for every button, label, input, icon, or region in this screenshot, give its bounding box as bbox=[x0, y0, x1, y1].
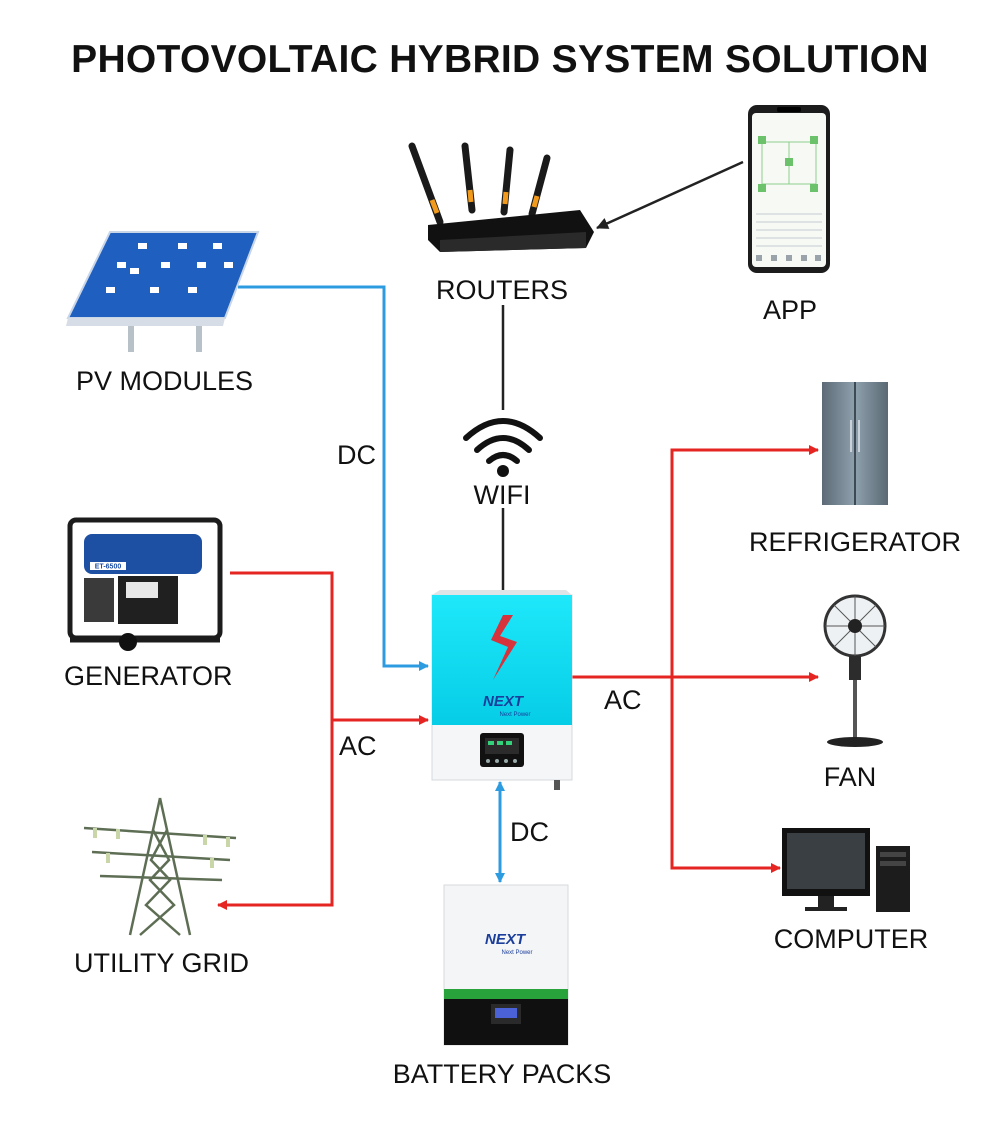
fan-icon bbox=[823, 594, 887, 747]
fan-label: FAN bbox=[823, 762, 877, 792]
generator-ac-line bbox=[230, 571, 429, 725]
router-icon bbox=[408, 142, 594, 252]
computer-icon bbox=[782, 828, 910, 912]
inverter-logo-text: NEXT bbox=[483, 693, 525, 710]
refrigerator-label: REFRIGERATOR bbox=[748, 527, 962, 557]
pv-dc-label: DC bbox=[337, 440, 376, 470]
pv-modules-label: PV MODULES bbox=[76, 366, 254, 396]
transmission-tower-icon bbox=[83, 797, 237, 936]
load-ac-label: AC bbox=[604, 685, 642, 715]
smartphone-app-icon bbox=[748, 105, 830, 273]
generator-icon: ET-6500 bbox=[67, 517, 223, 651]
grid-ac-line bbox=[217, 720, 334, 910]
refrigerator-ac-line bbox=[670, 445, 819, 677]
generator-label: GENERATOR bbox=[64, 661, 233, 691]
hybrid-inverter-icon: NEXT Next Power bbox=[431, 590, 573, 790]
generator-model-text: ET-6500 bbox=[95, 564, 122, 571]
computer-ac-line bbox=[670, 677, 781, 873]
battery-tagline-text: Next Power bbox=[501, 950, 532, 956]
wifi-label: WIFI bbox=[473, 480, 531, 510]
solar-panel-icon bbox=[66, 231, 260, 352]
utility-grid-label: UTILITY GRID bbox=[74, 948, 250, 978]
app-label: APP bbox=[762, 295, 818, 325]
routers-label: ROUTERS bbox=[435, 275, 569, 305]
battery-logo-text: NEXT bbox=[485, 931, 527, 948]
page-title: PHOTOVOLTAIC HYBRID SYSTEM SOLUTION bbox=[71, 38, 929, 81]
battery-packs-label: BATTERY PACKS bbox=[392, 1059, 612, 1089]
pv-dc-line bbox=[238, 285, 429, 671]
inverter-tagline-text: Next Power bbox=[499, 712, 530, 718]
wifi-icon bbox=[463, 418, 543, 477]
battery-pack-icon: NEXT Next Power bbox=[443, 884, 569, 1046]
battery-dc-label: DC bbox=[510, 817, 549, 847]
refrigerator-icon bbox=[822, 382, 888, 505]
app-router-arrow bbox=[596, 160, 744, 230]
computer-label: COMPUTER bbox=[773, 924, 929, 954]
gen-grid-ac-label: AC bbox=[339, 731, 377, 761]
